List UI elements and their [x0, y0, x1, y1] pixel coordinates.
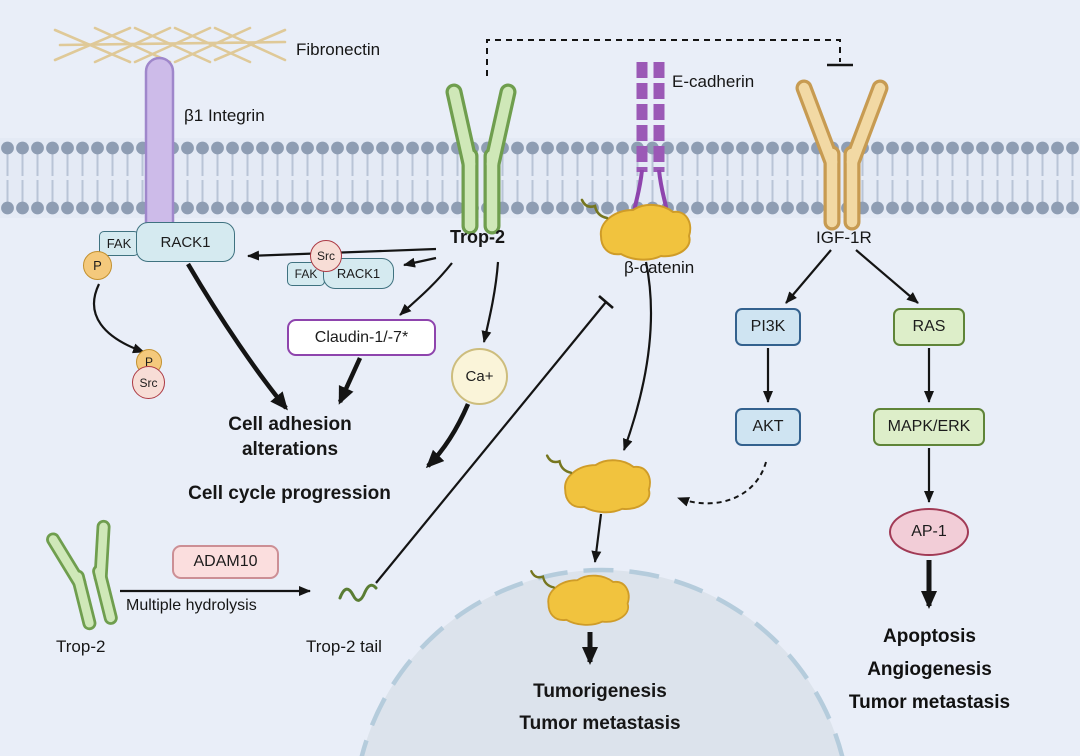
trop2-shed-receptor-shape — [46, 519, 118, 631]
claudin-box: Claudin-1/-7* — [287, 319, 436, 356]
tumorigenesis-label: Tumorigenesis — [533, 681, 667, 702]
fibronectin-mesh-icon — [53, 26, 287, 64]
beta1-integrin-label: β1 Integrin — [184, 106, 265, 125]
right-outcomes: Apoptosis Angiogenesis Tumor metastasis — [822, 620, 1037, 719]
inhibition-dashed-line — [486, 39, 853, 76]
inhibition-line-tail-to-catenin — [375, 295, 614, 584]
beta1-integrin-shape — [144, 56, 175, 237]
trop2-receptor-shape — [445, 83, 517, 235]
beta-catenin-blob-cytoplasm — [545, 454, 652, 514]
p-badge: P — [83, 251, 112, 280]
ras-box: RAS — [893, 308, 965, 346]
trop2-bottom-label: Trop-2 — [56, 637, 106, 656]
trop2-tail-shape — [338, 583, 378, 602]
nucleus-shape — [359, 567, 845, 756]
src-badge-2: Src — [310, 240, 342, 272]
trop2-label: Trop-2 — [450, 227, 506, 247]
beta-catenin-label: β-catenin — [624, 258, 695, 277]
trop2-tail-label: Trop-2 tail — [306, 637, 382, 656]
adam10-box: ADAM10 — [172, 545, 279, 579]
cell-membrane — [0, 138, 1080, 218]
cell-adhesion-label: Cell adhesion alterations — [228, 414, 352, 460]
angiogenesis-label: Angiogenesis — [867, 659, 992, 680]
igf1r-receptor-shape — [795, 79, 889, 231]
igf1r-label: IGF-1R — [816, 228, 872, 247]
pathway-arrows — [93, 39, 937, 665]
e-cadherin-label: E-cadherin — [672, 72, 755, 91]
rack1-box: RACK1 — [136, 222, 235, 262]
multiple-hydrolysis-label: Multiple hydrolysis — [126, 597, 257, 614]
tumor-metastasis-label: Tumor metastasis — [848, 692, 1011, 713]
tumor-metastasis-center-label: Tumor metastasis — [519, 713, 681, 734]
akt-box: AKT — [735, 408, 801, 446]
dashed-arrow-akt-to-catenin — [677, 461, 767, 507]
fak-box-2: FAK — [287, 262, 325, 286]
cell-cycle-label: Cell cycle progression — [188, 483, 391, 504]
apoptosis-label: Apoptosis — [883, 626, 976, 647]
ca-badge: Ca+ — [451, 348, 508, 405]
fak-box: FAK — [99, 231, 139, 256]
pi3k-box: PI3K — [735, 308, 801, 346]
src-badge: Src — [132, 366, 165, 399]
fibronectin-label: Fibronectin — [296, 40, 381, 59]
mapk-erk-box: MAPK/ERK — [873, 408, 985, 446]
ap1-node: AP-1 — [889, 508, 969, 556]
